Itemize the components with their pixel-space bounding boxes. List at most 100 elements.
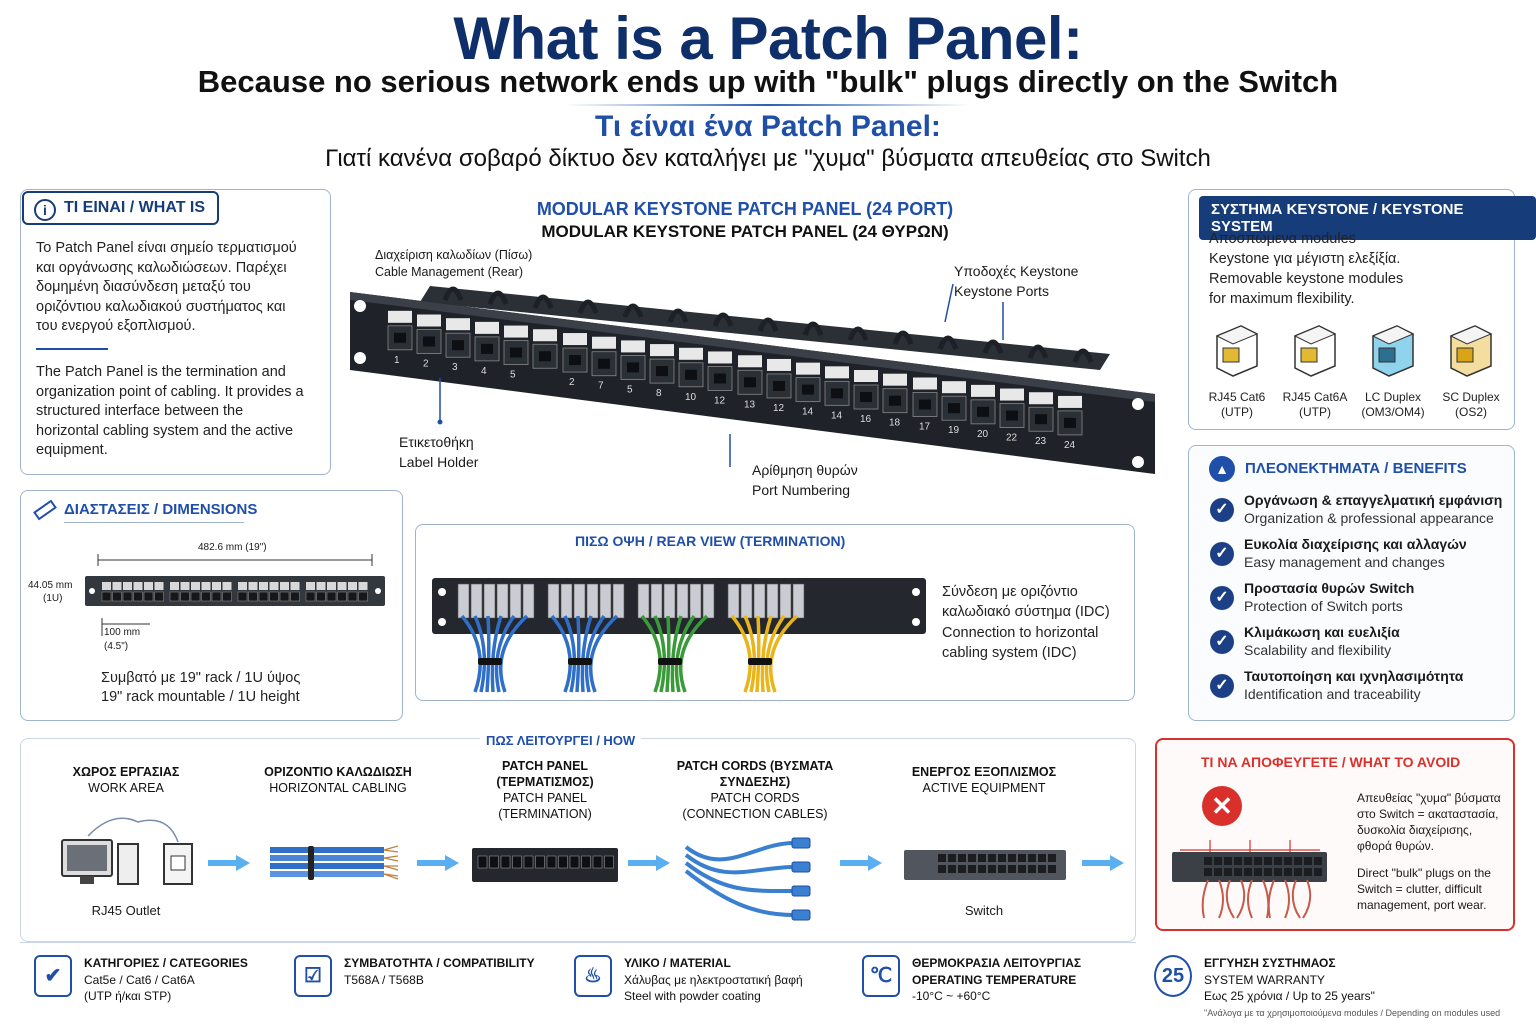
label-holder — [533, 329, 557, 342]
dim-port — [326, 591, 337, 602]
label-holder — [913, 377, 937, 390]
dim-label — [191, 582, 200, 590]
horizontal-cable — [665, 615, 671, 693]
callout-label-gr: Ετικετοθήκη — [399, 434, 474, 450]
tangled-cable — [1225, 879, 1235, 919]
flow-pp-port — [477, 855, 488, 869]
port-number: 14 — [831, 410, 843, 421]
switch-port — [998, 865, 1006, 873]
callout-cable-gr: Διαχείριση καλωδίων (Πίσω) — [375, 248, 533, 262]
dim-port — [133, 591, 143, 602]
benefit-greek: Κλιμάκωση και ευελιξία — [1244, 624, 1400, 640]
idc-module — [766, 583, 779, 619]
port-opening — [539, 351, 551, 362]
horizontal-cable — [670, 615, 683, 693]
avoid-header: ΤΙ ΝΑ ΑΠΟΦΕΥΓΕΤΕ / WHAT TO AVOID — [1201, 754, 1461, 770]
dimension-height: 44.05 mm — [28, 580, 73, 591]
switch-illustration — [904, 850, 1066, 880]
flow-step-english: ACTIVE EQUIPMENT — [922, 781, 1046, 795]
workstation-illustration — [61, 817, 193, 885]
flow-pp-port — [535, 855, 545, 869]
cable-tie — [748, 658, 772, 665]
flow-pp-port — [500, 855, 511, 869]
bad-switch-port — [1254, 868, 1262, 876]
label-holder — [942, 381, 966, 394]
port-number: 12 — [714, 395, 726, 406]
dim-port — [180, 591, 190, 602]
keystone-module-sub: (OM3/OM4) — [1361, 405, 1425, 419]
port-number: 4 — [481, 366, 487, 377]
idc-module — [676, 583, 689, 619]
footer-divider — [20, 942, 1136, 943]
port-opening — [1006, 410, 1018, 421]
horizontal-cable — [580, 615, 593, 693]
benefit-english: Protection of Switch ports — [1244, 598, 1403, 614]
idc-module — [509, 583, 522, 619]
benefit-english: Easy management and changes — [1244, 554, 1445, 570]
benefit-english: Organization & professional appearance — [1244, 510, 1494, 526]
port-opening — [744, 377, 756, 388]
port-number: 18 — [889, 418, 901, 429]
rj45-plug — [791, 837, 811, 849]
panel-title-en: MODULAR KEYSTONE PATCH PANEL (24 PORT) — [536, 199, 954, 219]
flow-pp-port — [581, 855, 591, 869]
greek-subtitle: Γιατί κανένα σοβαρό δίκτυο δεν καταλήγει… — [325, 145, 1211, 172]
dim-port — [347, 591, 358, 602]
idc-module — [586, 583, 599, 619]
avoid-x-icon: ✕ — [1202, 786, 1242, 826]
dim-label — [327, 582, 336, 590]
switch-port — [958, 854, 966, 862]
port-number: 1 — [394, 355, 400, 366]
dim-label — [348, 582, 357, 590]
footer-line2: Steel with powder coating — [624, 989, 761, 1003]
port-opening — [685, 369, 697, 380]
footer-title: ΚΑΤΗΓΟΡΙΕΣ / CATEGORIES — [84, 956, 248, 970]
footer-title: ΘΕΡΜΟΚΡΑΣΙΑ ΛΕΙΤΟΥΡΓΙΑΣ — [912, 956, 1082, 970]
idc-module — [663, 583, 676, 619]
dim-port — [337, 591, 347, 602]
benefit-greek: Ταυτοποίηση και ιχνηλασιμότητα — [1244, 668, 1464, 684]
keystone-module-icon — [1445, 322, 1495, 378]
switch-port — [948, 854, 956, 862]
switch-port — [1018, 865, 1026, 873]
port-number: 5 — [510, 370, 516, 381]
horizontal-cable — [498, 614, 529, 693]
switch-port — [1008, 854, 1016, 862]
tangled-cable — [1291, 879, 1301, 919]
idc-module — [650, 583, 663, 619]
label-holder — [1029, 392, 1053, 405]
switch-port — [978, 865, 986, 873]
port-opening — [510, 347, 522, 358]
port-opening — [773, 380, 785, 391]
cable-tie — [568, 658, 592, 665]
footer-line1: OPERATING TEMPERATURE — [912, 972, 1077, 987]
cable-tie — [478, 658, 502, 665]
footer-line2: -10°C ~ +60°C — [912, 989, 991, 1003]
horizontal-cable — [584, 614, 606, 693]
flow-arrow-icon — [417, 855, 459, 871]
keystone-module-name: RJ45 Cat6A — [1282, 390, 1348, 404]
port-number: 13 — [744, 399, 756, 410]
keystone-port — [387, 325, 413, 351]
keystone-module-sub: (OS2) — [1454, 405, 1487, 419]
port-opening — [598, 358, 610, 369]
footer-line2: (UTP ή/και STP) — [84, 989, 172, 1003]
cable-wire-end — [383, 865, 399, 871]
flow-step-english: PATCH PANEL (TERMINATION) — [498, 791, 592, 821]
dim-label — [306, 582, 315, 590]
horizontal-cable — [588, 614, 619, 693]
callout-num-en: Port Numbering — [752, 482, 851, 498]
port-opening — [394, 332, 406, 343]
patch-cord — [684, 841, 795, 862]
bad-switch-port — [1204, 868, 1212, 876]
idc-module — [599, 583, 612, 619]
horizontal-cable — [730, 614, 752, 693]
what-is-header: i ΤΙ ΕΙΝΑΙ / WHAT IS — [22, 191, 220, 225]
bad-switch-port — [1304, 857, 1312, 865]
callout-port-numbering: Αρίθμηση θυρών Port Numbering — [752, 460, 858, 500]
idc-module — [792, 583, 805, 619]
callout-ports-gr: Υποδοχές Keystone — [954, 263, 1079, 279]
